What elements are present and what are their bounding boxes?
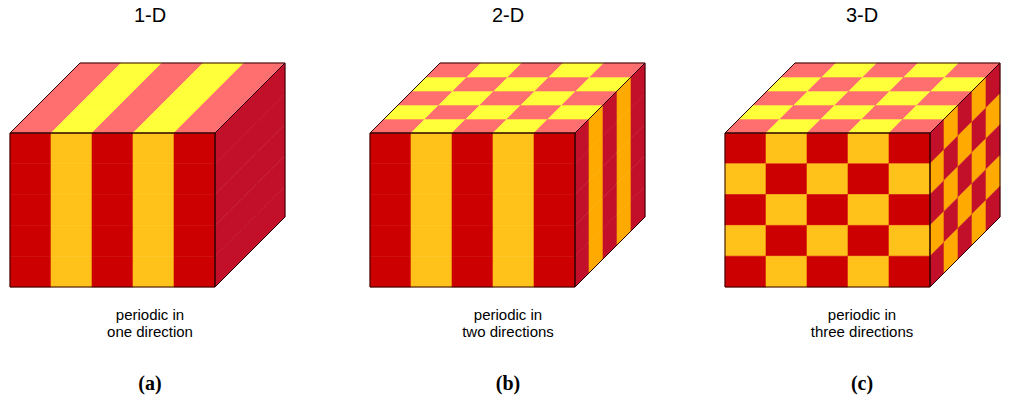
lattice-cell: [534, 133, 575, 164]
lattice-cell: [174, 133, 215, 164]
lattice-cell: [452, 225, 493, 256]
lattice-cell: [848, 256, 889, 287]
lattice-cell: [848, 195, 889, 226]
lattice-cell: [411, 164, 452, 195]
periodicity-note: periodic in two directions: [461, 306, 555, 340]
lattice-cell: [133, 256, 174, 287]
lattice-cell: [534, 195, 575, 226]
lattice-cell: [725, 225, 766, 256]
lattice-cell: [51, 164, 92, 195]
lattice-cell: [92, 256, 133, 287]
lattice-cell: [92, 195, 133, 226]
lattice-cell: [493, 195, 534, 226]
block-outline: [10, 63, 285, 133]
panel-label: (b): [496, 372, 520, 395]
lattice-cell: [174, 256, 215, 287]
block-outline: [215, 63, 285, 287]
lattice-cell: [133, 195, 174, 226]
lattice-cell: [10, 195, 51, 226]
lattice-cell: [411, 225, 452, 256]
lattice-cell: [493, 164, 534, 195]
lattice-cell: [133, 133, 174, 164]
lattice-cell: [493, 133, 534, 164]
lattice-cell: [452, 256, 493, 287]
lattice-cell: [174, 164, 215, 195]
block-outline: [575, 63, 645, 287]
lattice-cell: [452, 133, 493, 164]
block-outline: [725, 133, 930, 287]
dimension-title: 1-D: [134, 4, 166, 27]
lattice-cell: [848, 225, 889, 256]
lattice-cell: [452, 195, 493, 226]
lattice-cell: [766, 164, 807, 195]
lattice-cell: [51, 256, 92, 287]
lattice-cell: [889, 195, 930, 226]
lattice-cell: [51, 133, 92, 164]
block-outline: [930, 63, 1000, 287]
lattice-cell: [807, 164, 848, 195]
lattice-cell: [370, 256, 411, 287]
lattice-cell: [807, 256, 848, 287]
lattice-cell: [133, 225, 174, 256]
lattice-cell: [807, 225, 848, 256]
lattice-cell: [766, 133, 807, 164]
lattice-cell: [848, 164, 889, 195]
block-outline: [370, 133, 575, 287]
lattice-cell: [889, 256, 930, 287]
lattice-cell: [534, 256, 575, 287]
panel-label: (a): [138, 372, 161, 395]
lattice-cell: [10, 256, 51, 287]
lattice-cell: [493, 225, 534, 256]
lattice-cell: [766, 225, 807, 256]
lattice-cell: [848, 133, 889, 164]
lattice-cell: [10, 164, 51, 195]
block-outline: [10, 133, 215, 287]
lattice-cell: [725, 164, 766, 195]
one-d-periodic-block: [10, 63, 285, 287]
lattice-cell: [725, 195, 766, 226]
block-outline: [725, 63, 1000, 133]
lattice-cell: [807, 195, 848, 226]
dimension-title: 3-D: [846, 4, 878, 27]
two-d-periodic-block: [370, 63, 645, 287]
three-d-periodic-block: [725, 63, 1000, 287]
lattice-cell: [725, 256, 766, 287]
lattice-cell: [411, 256, 452, 287]
lattice-cell: [534, 225, 575, 256]
lattice-cell: [370, 133, 411, 164]
lattice-cell: [493, 256, 534, 287]
lattice-cell: [10, 133, 51, 164]
lattice-cell: [92, 164, 133, 195]
lattice-cell: [370, 164, 411, 195]
lattice-cell: [174, 195, 215, 226]
lattice-cell: [51, 225, 92, 256]
lattice-cell: [174, 225, 215, 256]
lattice-cell: [766, 195, 807, 226]
lattice-cell: [133, 164, 174, 195]
lattice-cell: [92, 225, 133, 256]
block-outline: [370, 63, 645, 133]
lattice-cell: [411, 133, 452, 164]
lattice-cell: [807, 133, 848, 164]
periodicity-note: periodic in three directions: [810, 306, 915, 340]
lattice-cell: [411, 195, 452, 226]
lattice-cell: [452, 164, 493, 195]
lattice-cell: [889, 225, 930, 256]
lattice-cell: [889, 133, 930, 164]
lattice-cell: [534, 164, 575, 195]
lattice-cell: [370, 225, 411, 256]
lattice-cell: [370, 195, 411, 226]
dimension-title: 2-D: [492, 4, 524, 27]
panel-label: (c): [851, 372, 873, 395]
lattice-cell: [725, 133, 766, 164]
lattice-cell: [51, 195, 92, 226]
lattice-cell: [10, 225, 51, 256]
periodicity-note: periodic in one direction: [104, 306, 196, 340]
lattice-cell: [92, 133, 133, 164]
lattice-cell: [766, 256, 807, 287]
lattice-cell: [889, 164, 930, 195]
